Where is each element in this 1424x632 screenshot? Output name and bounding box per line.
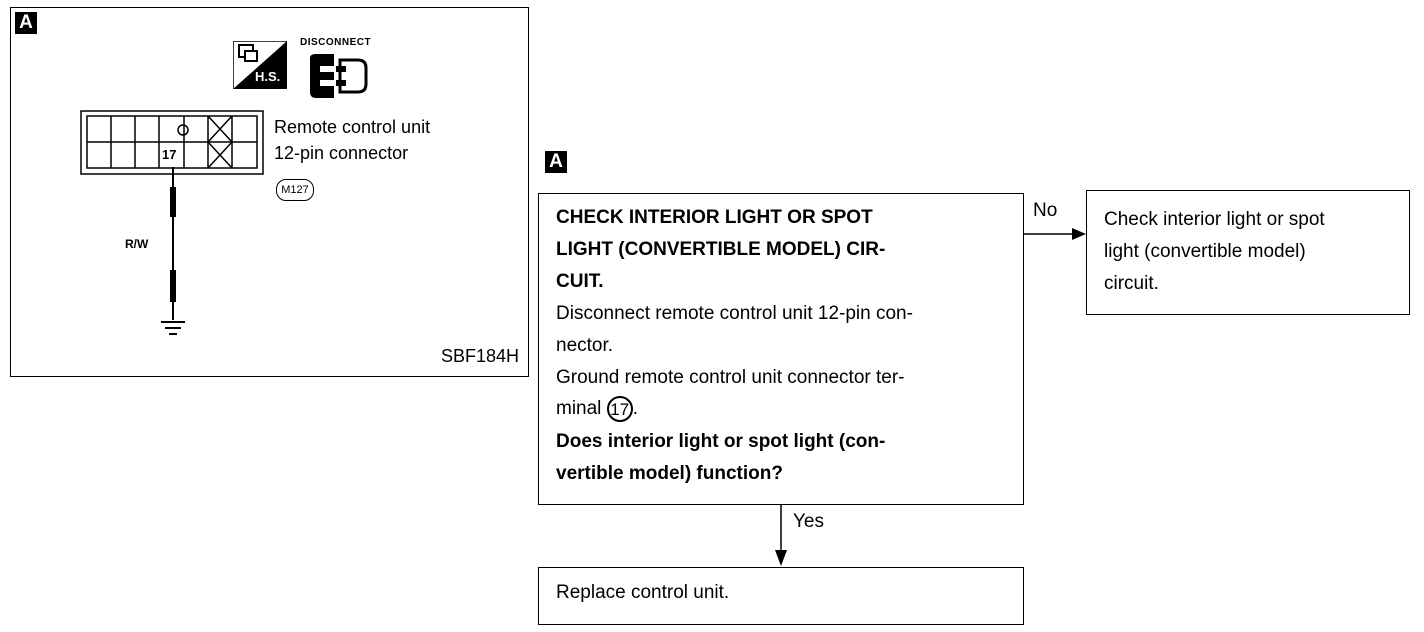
connector-label-line2: 12-pin connector bbox=[274, 143, 409, 163]
check-title-line2: LIGHT (CONVERTIBLE MODEL) CIR- bbox=[556, 239, 886, 260]
connector-code: M127 bbox=[281, 184, 309, 196]
step1-line2: nector. bbox=[556, 335, 614, 356]
figure-id: SBF184H bbox=[441, 346, 520, 366]
step1-line1: Disconnect remote control unit 12-pin co… bbox=[556, 303, 913, 324]
disconnect-connector-icon bbox=[306, 52, 370, 100]
harness-side-icon: H.S. bbox=[233, 41, 287, 89]
wire-to-ground bbox=[155, 165, 195, 345]
figure-badge: A bbox=[15, 12, 37, 34]
hs-label: H.S. bbox=[255, 69, 281, 84]
check-box bbox=[538, 193, 1024, 505]
check-title-line1: CHECK INTERIOR LIGHT OR SPOT bbox=[556, 207, 873, 228]
step2-line1: Ground remote control unit connector ter… bbox=[556, 367, 905, 388]
yes-box-text: Replace control unit. bbox=[556, 582, 730, 603]
connector-12pin: 17 bbox=[80, 110, 264, 175]
step2-prefix: minal bbox=[556, 398, 602, 419]
yes-label: Yes bbox=[793, 511, 824, 532]
terminal-circle: 17 bbox=[606, 395, 633, 422]
no-result-box bbox=[1086, 190, 1410, 315]
no-box-line3: circuit. bbox=[1104, 273, 1159, 294]
no-box-line2: light (convertible model) bbox=[1104, 241, 1306, 262]
flow-badge: A bbox=[545, 151, 567, 173]
question-line1: Does interior light or spot light (con- bbox=[556, 431, 886, 452]
wire-label: R/W bbox=[125, 237, 149, 251]
no-box-line1: Check interior light or spot bbox=[1104, 209, 1325, 230]
connector-code-badge: M127 bbox=[276, 179, 314, 201]
step2-line2: minal 17. bbox=[556, 393, 638, 424]
check-title-line3: CUIT. bbox=[556, 271, 604, 292]
no-label: No bbox=[1033, 200, 1058, 221]
terminal-number: 17 bbox=[162, 147, 177, 162]
connector-label-line1: Remote control unit bbox=[274, 117, 431, 137]
yes-result-box bbox=[538, 567, 1024, 625]
step2-suffix: . bbox=[632, 398, 638, 419]
question-line2: vertible model) function? bbox=[556, 463, 783, 484]
disconnect-label: DISCONNECT bbox=[300, 37, 372, 48]
